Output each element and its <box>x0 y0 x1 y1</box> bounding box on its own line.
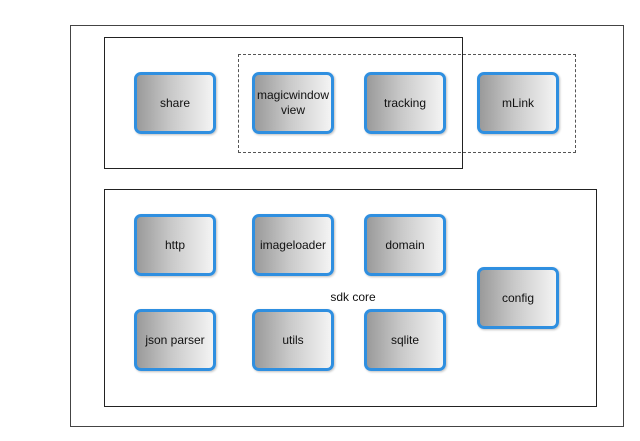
module-imageloader[interactable]: imageloader <box>252 214 334 276</box>
module-tracking[interactable]: tracking <box>364 72 446 134</box>
module-tracking-label: tracking <box>383 95 427 110</box>
module-sqlite[interactable]: sqlite <box>364 309 446 371</box>
module-http-label: http <box>164 237 185 252</box>
top-modules-group <box>104 37 463 169</box>
module-json-parser-label: json parser <box>145 332 205 347</box>
module-utils-label: utils <box>282 332 304 347</box>
module-share[interactable]: share <box>134 72 216 134</box>
module-domain-label: domain <box>385 237 425 252</box>
sdk-core-label: sdk core <box>330 290 376 304</box>
dashed-modules-group <box>238 54 576 153</box>
module-magicwindow-view[interactable]: magicwindow view <box>252 72 334 134</box>
module-mlink[interactable]: mLink <box>477 72 559 134</box>
module-utils[interactable]: utils <box>252 309 334 371</box>
module-sqlite-label: sqlite <box>390 332 419 347</box>
module-mlink-label: mLink <box>501 95 534 110</box>
module-magicwindow-view-label: magicwindow view <box>256 88 330 117</box>
module-domain[interactable]: domain <box>364 214 446 276</box>
module-config-label: config <box>501 290 535 305</box>
sdk-core-group <box>104 189 597 407</box>
outer-frame <box>70 25 624 427</box>
module-http[interactable]: http <box>134 214 216 276</box>
module-imageloader-label: imageloader <box>259 237 327 252</box>
module-json-parser[interactable]: json parser <box>134 309 216 371</box>
module-config[interactable]: config <box>477 267 559 329</box>
module-share-label: share <box>159 95 191 110</box>
